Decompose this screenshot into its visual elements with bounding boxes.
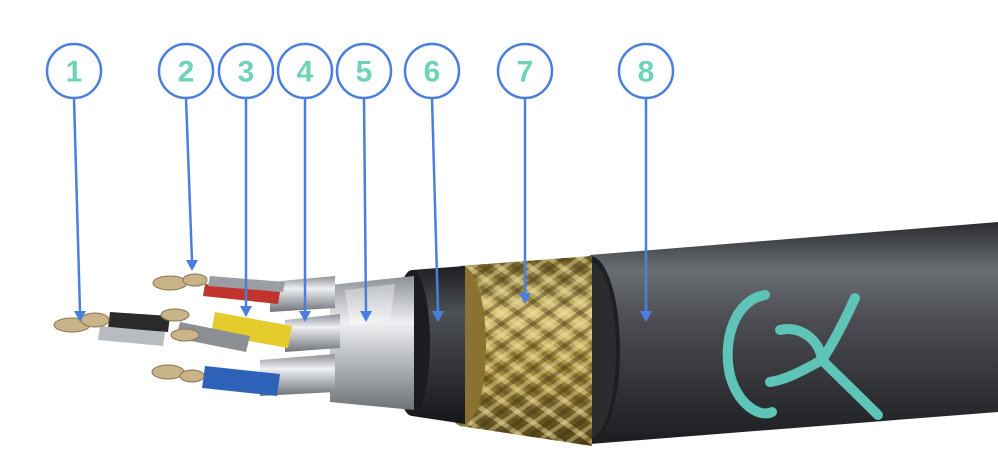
callout-number: 7 (517, 56, 534, 89)
callout-number: 8 (638, 56, 655, 89)
callout-leader-line (186, 98, 192, 261)
callout-leader-line (74, 98, 80, 312)
callout-arrow-head (240, 306, 252, 317)
callout-arrow-head (186, 260, 198, 271)
callout-number: 6 (424, 56, 441, 89)
callout-1: 1 (47, 44, 101, 322)
callout-leader-line (364, 98, 366, 312)
overall-foil-shield (330, 276, 414, 410)
callout-number: 5 (356, 56, 373, 89)
callout-2: 2 (159, 44, 213, 271)
callout-3: 3 (219, 44, 273, 317)
callout-number: 1 (66, 56, 83, 89)
callout-number: 3 (238, 56, 255, 89)
callout-number: 4 (297, 56, 314, 89)
callout-number: 2 (178, 56, 195, 89)
